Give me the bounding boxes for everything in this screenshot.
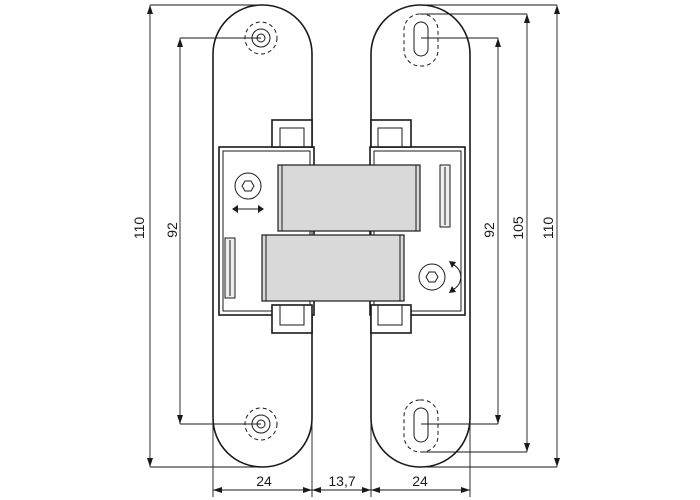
left-hex-screw-icon — [234, 172, 262, 200]
rotate-arrows-icon — [449, 261, 462, 293]
hinge-link-arms — [261, 164, 421, 302]
dim-right-hole-spacing: 92 — [481, 222, 497, 238]
right-hex-screw-icon — [418, 263, 446, 291]
double-arrow-horizontal-icon — [232, 205, 264, 213]
dim-left-hole-spacing: 92 — [164, 222, 180, 238]
dim-right-height: 110 — [540, 217, 556, 240]
dim-left-leaf-width: 24 — [256, 473, 272, 489]
dimension-lines — [147, 4, 560, 497]
dim-right-inner-height: 105 — [510, 216, 526, 240]
dim-right-leaf-width: 24 — [412, 473, 428, 489]
dim-gap-width: 13,7 — [328, 473, 355, 489]
dim-left-height: 110 — [131, 217, 147, 240]
